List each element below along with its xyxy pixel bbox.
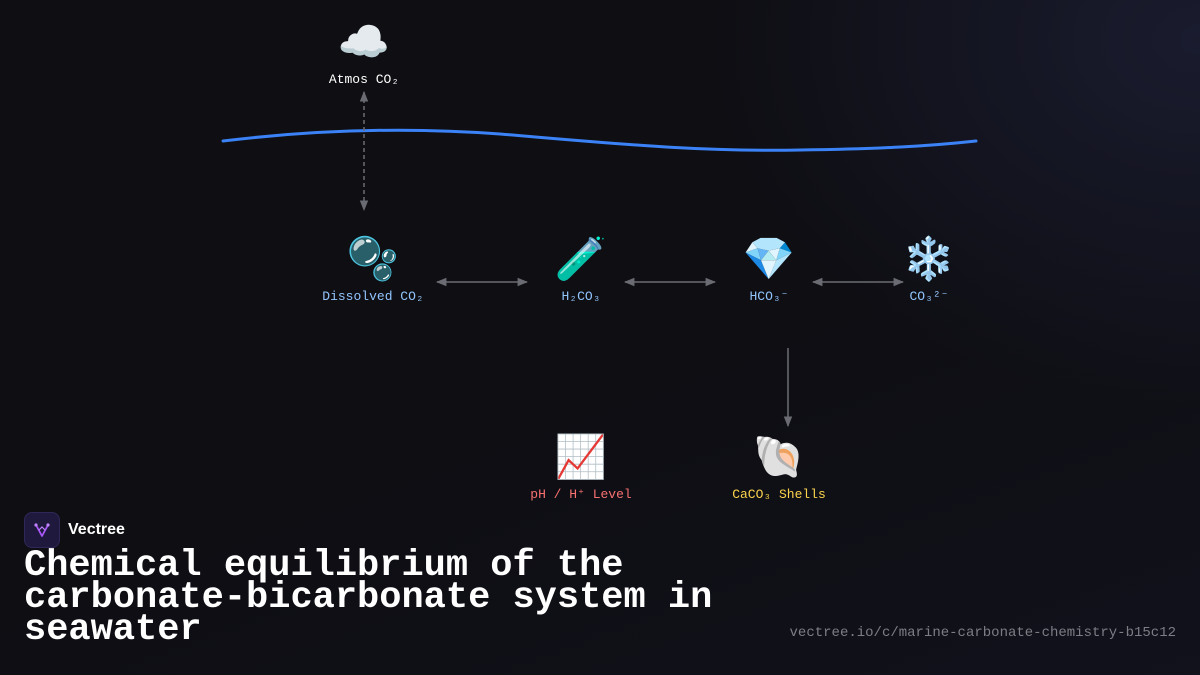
node-caco3-shells: 🐚 CaCO₃ Shells bbox=[689, 431, 869, 502]
chart-increasing-icon: 📈 bbox=[554, 432, 608, 481]
bubbles-icon: 🫧 bbox=[346, 234, 400, 283]
node-label: H₂CO₃ bbox=[561, 289, 601, 304]
cloud-icon: ☁️ bbox=[337, 17, 391, 66]
shell-icon: 🐚 bbox=[752, 432, 806, 481]
vectree-logo-icon bbox=[24, 512, 60, 548]
node-label: HCO₃⁻ bbox=[749, 289, 789, 304]
node-label: pH / H⁺ Level bbox=[530, 487, 632, 502]
node-label: Dissolved CO₂ bbox=[322, 289, 424, 304]
gem-icon: 💎 bbox=[742, 234, 796, 283]
node-label: CO₃²⁻ bbox=[909, 289, 949, 304]
node-co3: ❄️ CO₃²⁻ bbox=[839, 233, 1019, 304]
page-title: Chemical equilibrium of the carbonate-bi… bbox=[24, 545, 713, 651]
source-url[interactable]: vectree.io/c/marine-carbonate-chemistry-… bbox=[789, 625, 1176, 641]
node-ph-level: 📈 pH / H⁺ Level bbox=[491, 431, 671, 502]
node-hco3: 💎 HCO₃⁻ bbox=[679, 233, 859, 304]
test-tube-icon: 🧪 bbox=[554, 234, 608, 283]
brand: Vectree bbox=[24, 512, 125, 548]
sea-surface-line bbox=[221, 128, 978, 152]
node-h2co3: 🧪 H₂CO₃ bbox=[491, 233, 671, 304]
snowflake-icon: ❄️ bbox=[902, 234, 956, 283]
node-label: CaCO₃ Shells bbox=[732, 487, 826, 502]
node-atmos-co2: ☁️ Atmos CO₂ bbox=[274, 16, 454, 87]
brand-name: Vectree bbox=[68, 521, 125, 538]
node-label: Atmos CO₂ bbox=[328, 72, 400, 87]
node-dissolved-co2: 🫧 Dissolved CO₂ bbox=[283, 233, 463, 304]
